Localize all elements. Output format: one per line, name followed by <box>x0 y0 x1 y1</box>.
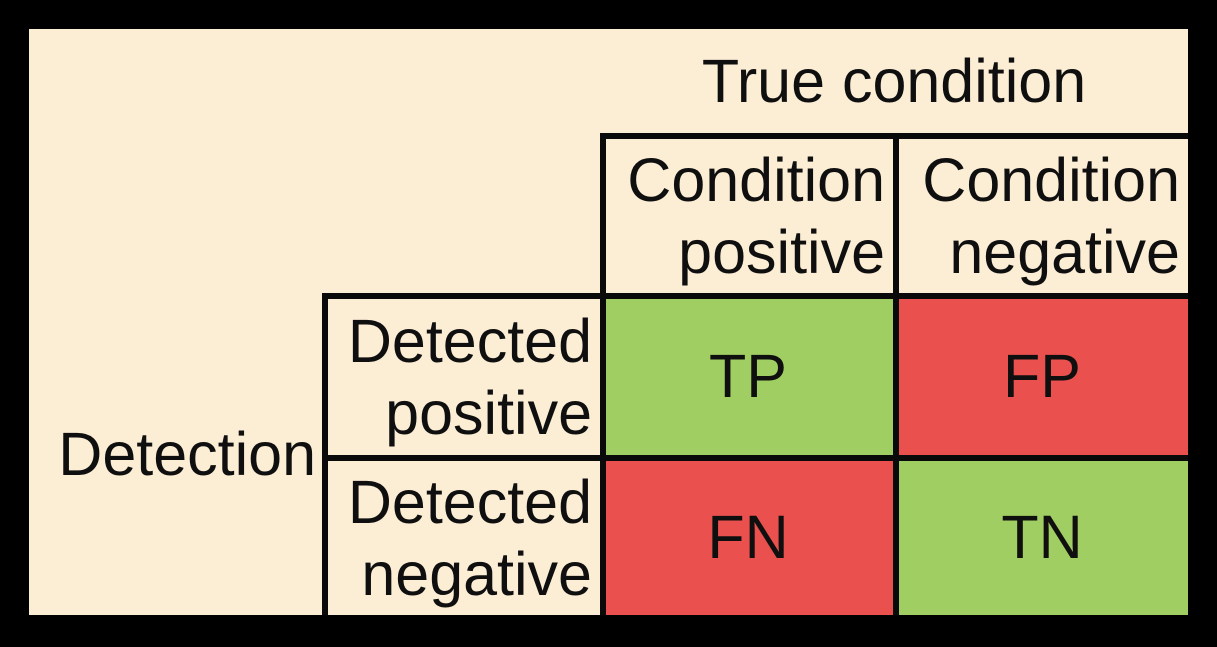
cell-false-positive: FP <box>896 293 1188 458</box>
row-axis-label-text: Detection <box>58 420 316 488</box>
grid-line-row-divider <box>322 455 1188 461</box>
column-header-condition-positive: Condition positive <box>606 139 893 293</box>
row-header-detected-positive: Detected positive <box>328 299 600 455</box>
row-axis-label: Detection <box>29 293 322 615</box>
row-header-detected-negative-text: Detected negative <box>347 468 592 608</box>
cell-false-positive-label: FP <box>1003 341 1081 410</box>
cell-true-negative-label: TN <box>1001 502 1083 571</box>
grid-line-rowheader-left <box>322 293 328 615</box>
cell-true-positive-label: TP <box>709 341 787 410</box>
grid-line-column-divider <box>893 133 899 615</box>
column-axis-label-text: True condition <box>701 47 1087 115</box>
cell-false-negative: FN <box>600 458 896 615</box>
grid-line-header-bottom <box>322 293 1188 299</box>
row-header-detected-positive-text: Detected positive <box>347 307 592 447</box>
cell-true-positive: TP <box>600 293 896 458</box>
matrix-panel: TP FP FN TN True condition Detection Con… <box>29 29 1188 615</box>
column-axis-label: True condition <box>600 29 1188 133</box>
grid-line-matrix-left <box>600 133 606 615</box>
column-header-condition-positive-text: Condition positive <box>627 146 885 286</box>
cell-false-negative-label: FN <box>707 502 789 571</box>
row-header-detected-negative: Detected negative <box>328 461 600 615</box>
column-header-condition-negative-text: Condition negative <box>922 146 1180 286</box>
cell-true-negative: TN <box>896 458 1188 615</box>
column-header-condition-negative: Condition negative <box>899 139 1188 293</box>
